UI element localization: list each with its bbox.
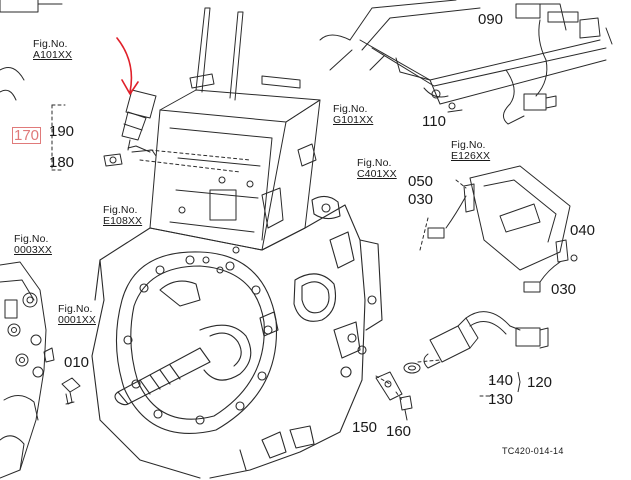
fig-ref-code: C401XX [357,167,397,180]
highlighted-part-number[interactable]: 170 [12,127,42,144]
sensor-120-drawing [375,311,549,421]
fig-ref-0001[interactable]: Fig.No. 0001XX [58,304,96,325]
seat-switch-bracket [427,165,578,293]
part-number-180[interactable]: 180 [49,154,75,171]
fig-ref-code: 0003XX [14,243,52,256]
engine-block-left [0,67,55,479]
fig-ref-caption: Fig.No. [58,303,93,315]
top-partial-callout [0,0,63,13]
fig-ref-caption: Fig.No. [357,157,392,169]
fig-ref-code: E126XX [451,149,491,162]
fig-ref-g101[interactable]: Fig.No. G101XX [333,104,373,125]
fig-ref-caption: Fig.No. [451,139,486,151]
part-number-130[interactable]: 130 [488,391,514,408]
part-number-040[interactable]: 040 [570,222,596,239]
part-number-140[interactable]: 140 [488,372,514,389]
sensor-010-drawing [61,377,81,405]
fig-ref-code: G101XX [333,113,374,126]
fig-ref-a101[interactable]: Fig.No. A101XX [33,39,72,60]
fig-ref-code: A101XX [33,48,73,61]
part-number-110[interactable]: 110 [422,113,446,130]
part-number-050[interactable]: 050 [408,173,434,190]
transmission-housing [91,195,383,479]
fig-ref-caption: Fig.No. [103,204,138,216]
leader-lines [51,104,497,401]
fig-ref-0003[interactable]: Fig.No. 0003XX [14,234,52,255]
part-number-010[interactable]: 010 [64,354,90,371]
annotation-arrowhead [121,79,139,95]
part-number-030-upper[interactable]: 030 [408,191,434,208]
part-number-150[interactable]: 150 [352,419,378,436]
fig-ref-e108[interactable]: Fig.No. E108XX [103,205,142,226]
fig-ref-code: E108XX [103,214,143,227]
part-number-030-lower[interactable]: 030 [551,281,577,298]
fig-ref-caption: Fig.No. [333,103,368,115]
part-number-160[interactable]: 160 [386,423,412,440]
part-number-190[interactable]: 190 [49,123,75,140]
part-number-090[interactable]: 090 [478,11,504,28]
fig-ref-code: 0001XX [58,313,96,326]
fig-ref-e126[interactable]: Fig.No. E126XX [451,140,490,161]
annotation-arrow [116,37,133,93]
diagram-code: TC420-014-14 [502,446,564,456]
fig-ref-caption: Fig.No. [33,38,68,50]
fig-ref-caption: Fig.No. [14,233,49,245]
fig-ref-c401[interactable]: Fig.No. C401XX [357,158,397,179]
part-number-120[interactable]: 120 [527,374,553,391]
harness-110-drawing [447,19,557,125]
